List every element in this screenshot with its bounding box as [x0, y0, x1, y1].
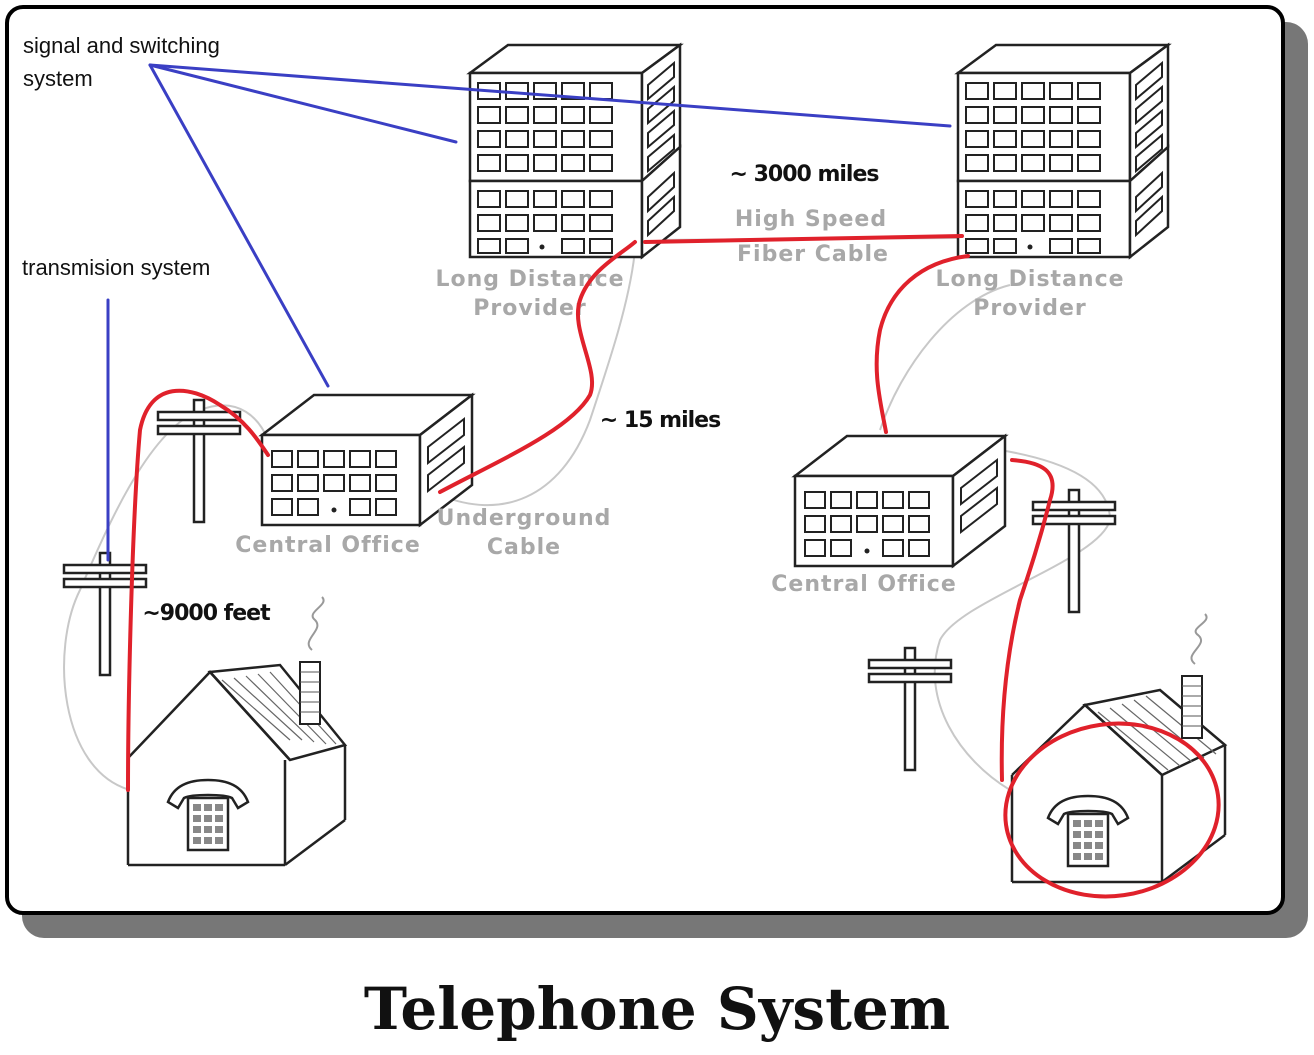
- telephone-pole-icon: [156, 398, 242, 524]
- telephone-pole-icon: [1031, 488, 1117, 614]
- highlight-path: [126, 234, 1221, 899]
- annotation-signal-switching-line2: system: [23, 66, 93, 91]
- house-right-icon: [1010, 613, 1228, 884]
- house-left-icon: [126, 596, 348, 867]
- annotation-signal-switching-line1: signal and switching: [23, 33, 220, 58]
- central-office-right-building-icon: [793, 434, 1007, 568]
- figure-title: Telephone System: [363, 975, 951, 1043]
- annotation-transmission: transmision system: [22, 255, 210, 280]
- ldp-right-label-line1: Long Distance: [935, 267, 1124, 292]
- distance-15-miles: ~ 15 miles: [600, 408, 721, 433]
- ldp-right-label-line2: Provider: [973, 296, 1087, 321]
- distance-3000-miles: ~ 3000 miles: [729, 162, 879, 187]
- underground-label-line1: Underground: [437, 506, 612, 531]
- ldp-left-label-line2: Provider: [473, 296, 587, 321]
- distance-9000-feet: ~9000 feet: [142, 601, 271, 626]
- central-office-left-label: Central Office: [235, 533, 421, 558]
- annotation-lines: [106, 63, 952, 562]
- central-office-right-label: Central Office: [771, 572, 957, 597]
- telephone-pole-icon: [867, 646, 953, 772]
- long-distance-provider-left-building-icon: [468, 43, 682, 259]
- fiber-label-line2: Fiber Cable: [737, 242, 889, 267]
- fiber-label-line1: High Speed: [735, 207, 887, 232]
- underground-label-line2: Cable: [487, 535, 561, 560]
- long-distance-provider-right-building-icon: [956, 43, 1170, 259]
